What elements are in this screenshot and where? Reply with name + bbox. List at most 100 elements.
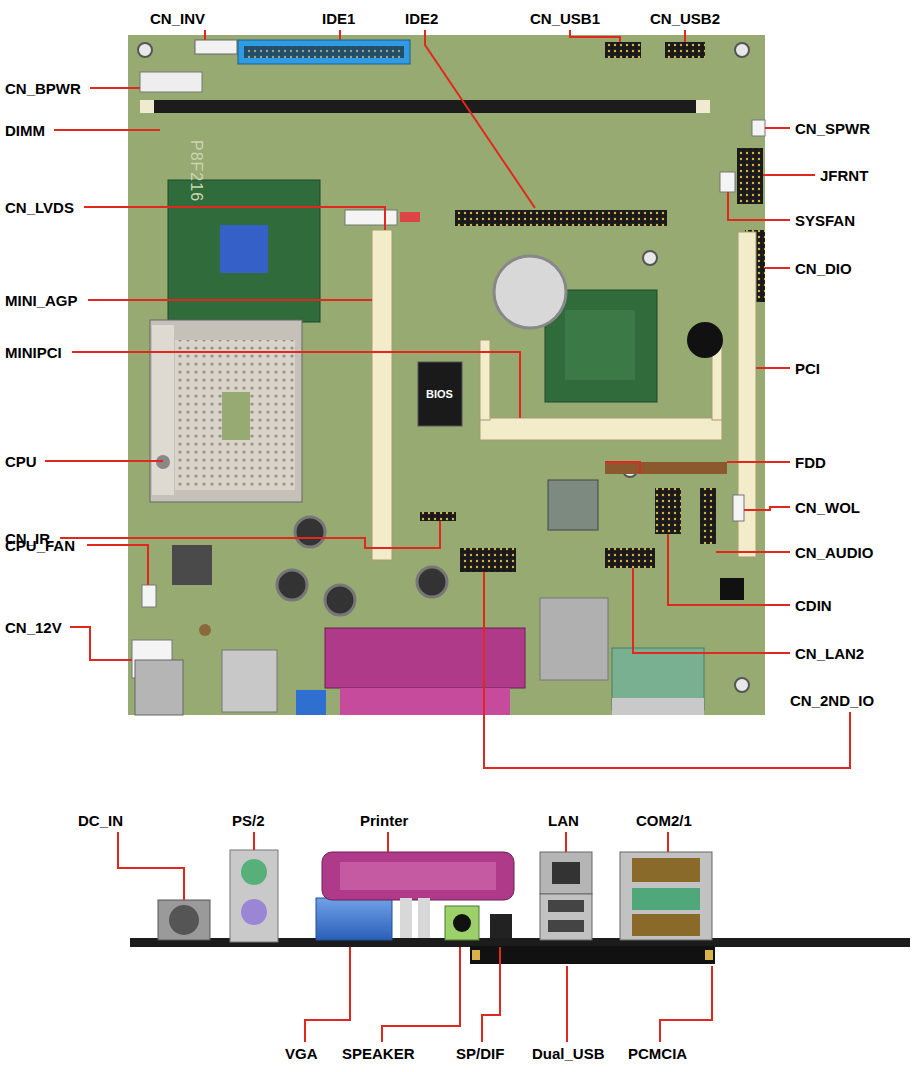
circuit-board xyxy=(138,43,152,57)
chips-and-parts xyxy=(548,480,598,530)
leader-line xyxy=(339,30,341,40)
rear-panel-view xyxy=(632,888,700,910)
chips-and-parts xyxy=(220,225,268,273)
rear-panel-view xyxy=(620,852,712,940)
rear-panel-view xyxy=(322,852,514,900)
rear-io-top-view xyxy=(296,690,326,715)
leader-line xyxy=(45,30,850,1042)
rear-io-top-view xyxy=(540,598,608,680)
circuit-board xyxy=(643,251,657,265)
leader-line xyxy=(566,966,568,1042)
rear-panel-view xyxy=(230,850,278,942)
board-connectors xyxy=(752,120,765,136)
chips-and-parts xyxy=(687,322,723,358)
board-connectors xyxy=(605,548,655,568)
chips-and-parts xyxy=(150,320,302,502)
leader-line xyxy=(716,551,790,553)
chips-and-parts xyxy=(277,570,307,600)
chips-and-parts xyxy=(150,180,744,636)
board-connectors xyxy=(700,488,716,544)
part-label: SPEAKER xyxy=(342,1045,415,1062)
leader-line xyxy=(54,129,160,131)
rear-panel-view xyxy=(552,862,580,884)
rear-panel-view xyxy=(632,914,700,936)
board-connectors xyxy=(140,100,710,113)
leader-line xyxy=(482,947,500,1042)
part-label: COM2/1 xyxy=(636,812,692,829)
leader-line xyxy=(633,568,790,653)
circuit-board xyxy=(128,35,765,715)
rear-panel-view xyxy=(316,898,392,940)
leader-line xyxy=(87,545,148,585)
rear-panel-view xyxy=(169,905,199,935)
rear-panel-view xyxy=(130,850,910,964)
part-label: CN_DIO xyxy=(795,260,852,277)
board-connectors xyxy=(720,172,735,192)
rear-panel-view xyxy=(453,914,471,932)
part-label: DIMM xyxy=(5,122,45,139)
leader-line xyxy=(425,30,535,208)
part-label: CN_LAN2 xyxy=(795,645,864,662)
chips-and-parts xyxy=(720,578,744,600)
rear-panel-view xyxy=(241,859,267,885)
rear-io-top-view xyxy=(135,598,704,715)
part-label: Dual_USB xyxy=(532,1045,605,1062)
leader-line xyxy=(204,30,206,40)
rear-io-top-view xyxy=(222,650,277,712)
part-label: DC_IN xyxy=(78,812,123,829)
board-connectors xyxy=(140,72,202,92)
part-label: CN_USB1 xyxy=(530,10,600,27)
leader-line xyxy=(253,832,255,850)
leader-line xyxy=(90,87,140,89)
leader-line xyxy=(763,174,815,176)
part-label: CPU_FAN xyxy=(5,537,75,554)
leader-line xyxy=(84,207,385,230)
part-label: CN_WOL xyxy=(795,499,860,516)
rear-panel-view xyxy=(470,946,715,964)
chips-and-parts xyxy=(417,567,447,597)
leader-line xyxy=(660,966,712,1042)
rear-panel-view xyxy=(445,906,479,940)
board-connectors xyxy=(195,40,237,54)
board-connectors xyxy=(455,210,667,226)
chips-and-parts xyxy=(418,362,462,426)
leader-line xyxy=(382,947,460,1042)
chip-marking: BIOS xyxy=(426,388,453,400)
board-connectors xyxy=(605,462,727,474)
chips-and-parts xyxy=(172,545,212,585)
rear-io-top-view xyxy=(325,628,525,688)
part-label: PCI xyxy=(795,360,820,377)
circuit-board xyxy=(735,43,749,57)
part-label: Printer xyxy=(360,812,408,829)
chips-and-parts xyxy=(222,392,250,440)
part-label: CN_LVDS xyxy=(5,199,74,216)
chips-and-parts xyxy=(295,517,325,547)
chips-and-parts xyxy=(175,340,295,490)
part-label: CN_INV xyxy=(150,10,205,27)
board-connectors xyxy=(400,212,420,222)
part-label: PCMCIA xyxy=(628,1045,687,1062)
leader-line xyxy=(667,832,669,852)
part-label: IDE1 xyxy=(322,10,355,27)
chips-and-parts xyxy=(199,624,211,636)
rear-panel-view xyxy=(241,899,267,925)
circuit-board xyxy=(128,35,765,715)
leader-line xyxy=(765,127,790,129)
board-connectors xyxy=(665,42,705,58)
rear-panel-view xyxy=(548,920,584,932)
part-label: MINIPCI xyxy=(5,344,62,361)
part-label: IDE2 xyxy=(405,10,438,27)
part-label: CN_BPWR xyxy=(5,80,81,97)
board-connectors xyxy=(372,230,392,560)
rear-panel-view xyxy=(490,914,512,938)
board-connectors xyxy=(238,40,410,64)
rear-panel-view xyxy=(340,862,496,890)
leader-line xyxy=(70,627,132,660)
board-connectors xyxy=(460,548,516,572)
part-label: CN_12V xyxy=(5,619,62,636)
board-connectors xyxy=(132,40,765,678)
board-connectors xyxy=(605,42,641,58)
part-label: SYSFAN xyxy=(795,212,855,229)
leader-line xyxy=(727,461,790,463)
